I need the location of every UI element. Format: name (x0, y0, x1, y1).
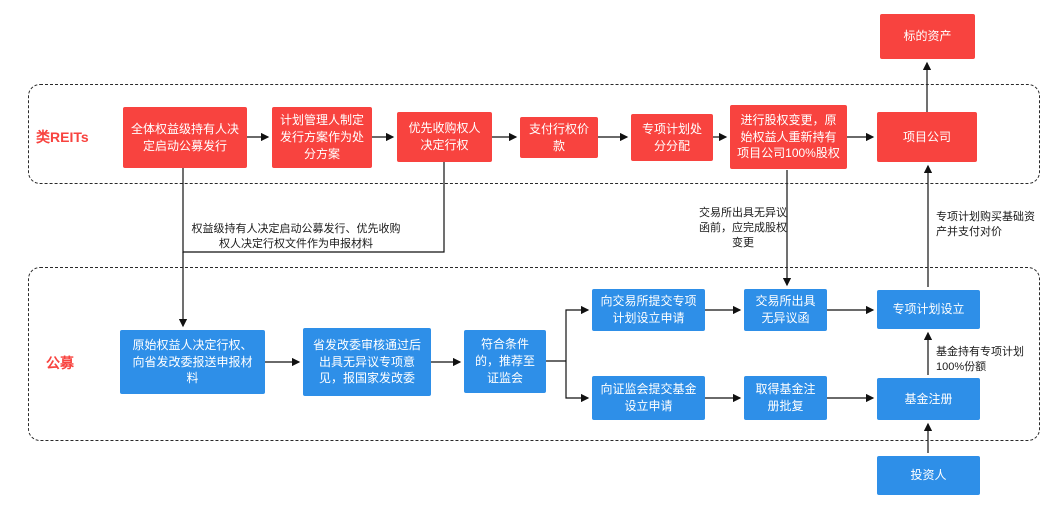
node-csrc-fund-application: 向证监会提交基金设立申请 (592, 376, 705, 420)
annotation-filing-materials: 权益级持有人决定启动公募发行、优先收购权人决定行权文件作为申报材料 (191, 223, 401, 250)
node-fund-registration: 基金注册 (877, 378, 980, 420)
annotation-equity-change-before-letter: 交易所出具无异议函前，应完成股权变更 (699, 207, 787, 249)
annotation-fund-holds-plan-share: 基金持有专项计划100%份额 (936, 346, 1024, 373)
node-equity-change-original-owner: 进行股权变更，原始权益人重新持有项目公司100%股权 (730, 105, 847, 169)
node-target-asset: 标的资产 (880, 14, 975, 59)
node-qualified-recommend-to-csrc: 符合条件的，推荐至证监会 (464, 330, 546, 393)
node-exchange-special-plan-application: 向交易所提交专项计划设立申请 (592, 289, 705, 331)
node-special-plan-established: 专项计划设立 (877, 290, 980, 329)
node-exchange-no-objection-letter: 交易所出具无异议函 (744, 289, 827, 331)
node-investor: 投资人 (877, 456, 980, 495)
reits-section-label: 类REITs (36, 129, 89, 145)
node-priority-purchaser-exercise-right: 优先收购权人决定行权 (397, 112, 492, 162)
annotation-plan-purchases-asset: 专项计划购买基础资产并支付对价 (936, 211, 1035, 238)
public-offering-section-label: 公募 (46, 355, 74, 371)
node-plan-manager-disposal-plan: 计划管理人制定发行方案作为处分方案 (272, 107, 372, 168)
node-project-company: 项目公司 (877, 112, 977, 162)
node-all-equity-holders-decide-offering: 全体权益级持有人决定启动公募发行 (123, 107, 247, 168)
node-provincial-ndrc-review: 省发改委审核通过后出具无异议专项意见，报国家发改委 (303, 328, 431, 396)
public-offering-section-frame (28, 267, 1040, 441)
node-fund-registration-approval: 取得基金注册批复 (744, 376, 827, 420)
node-pay-exercise-price: 支付行权价款 (520, 117, 598, 158)
node-special-plan-disposal-distribution: 专项计划处分分配 (631, 114, 713, 161)
node-original-owner-filing-materials: 原始权益人决定行权、向省发改委报送申报材料 (120, 330, 265, 394)
reits-section-frame (28, 84, 1040, 184)
